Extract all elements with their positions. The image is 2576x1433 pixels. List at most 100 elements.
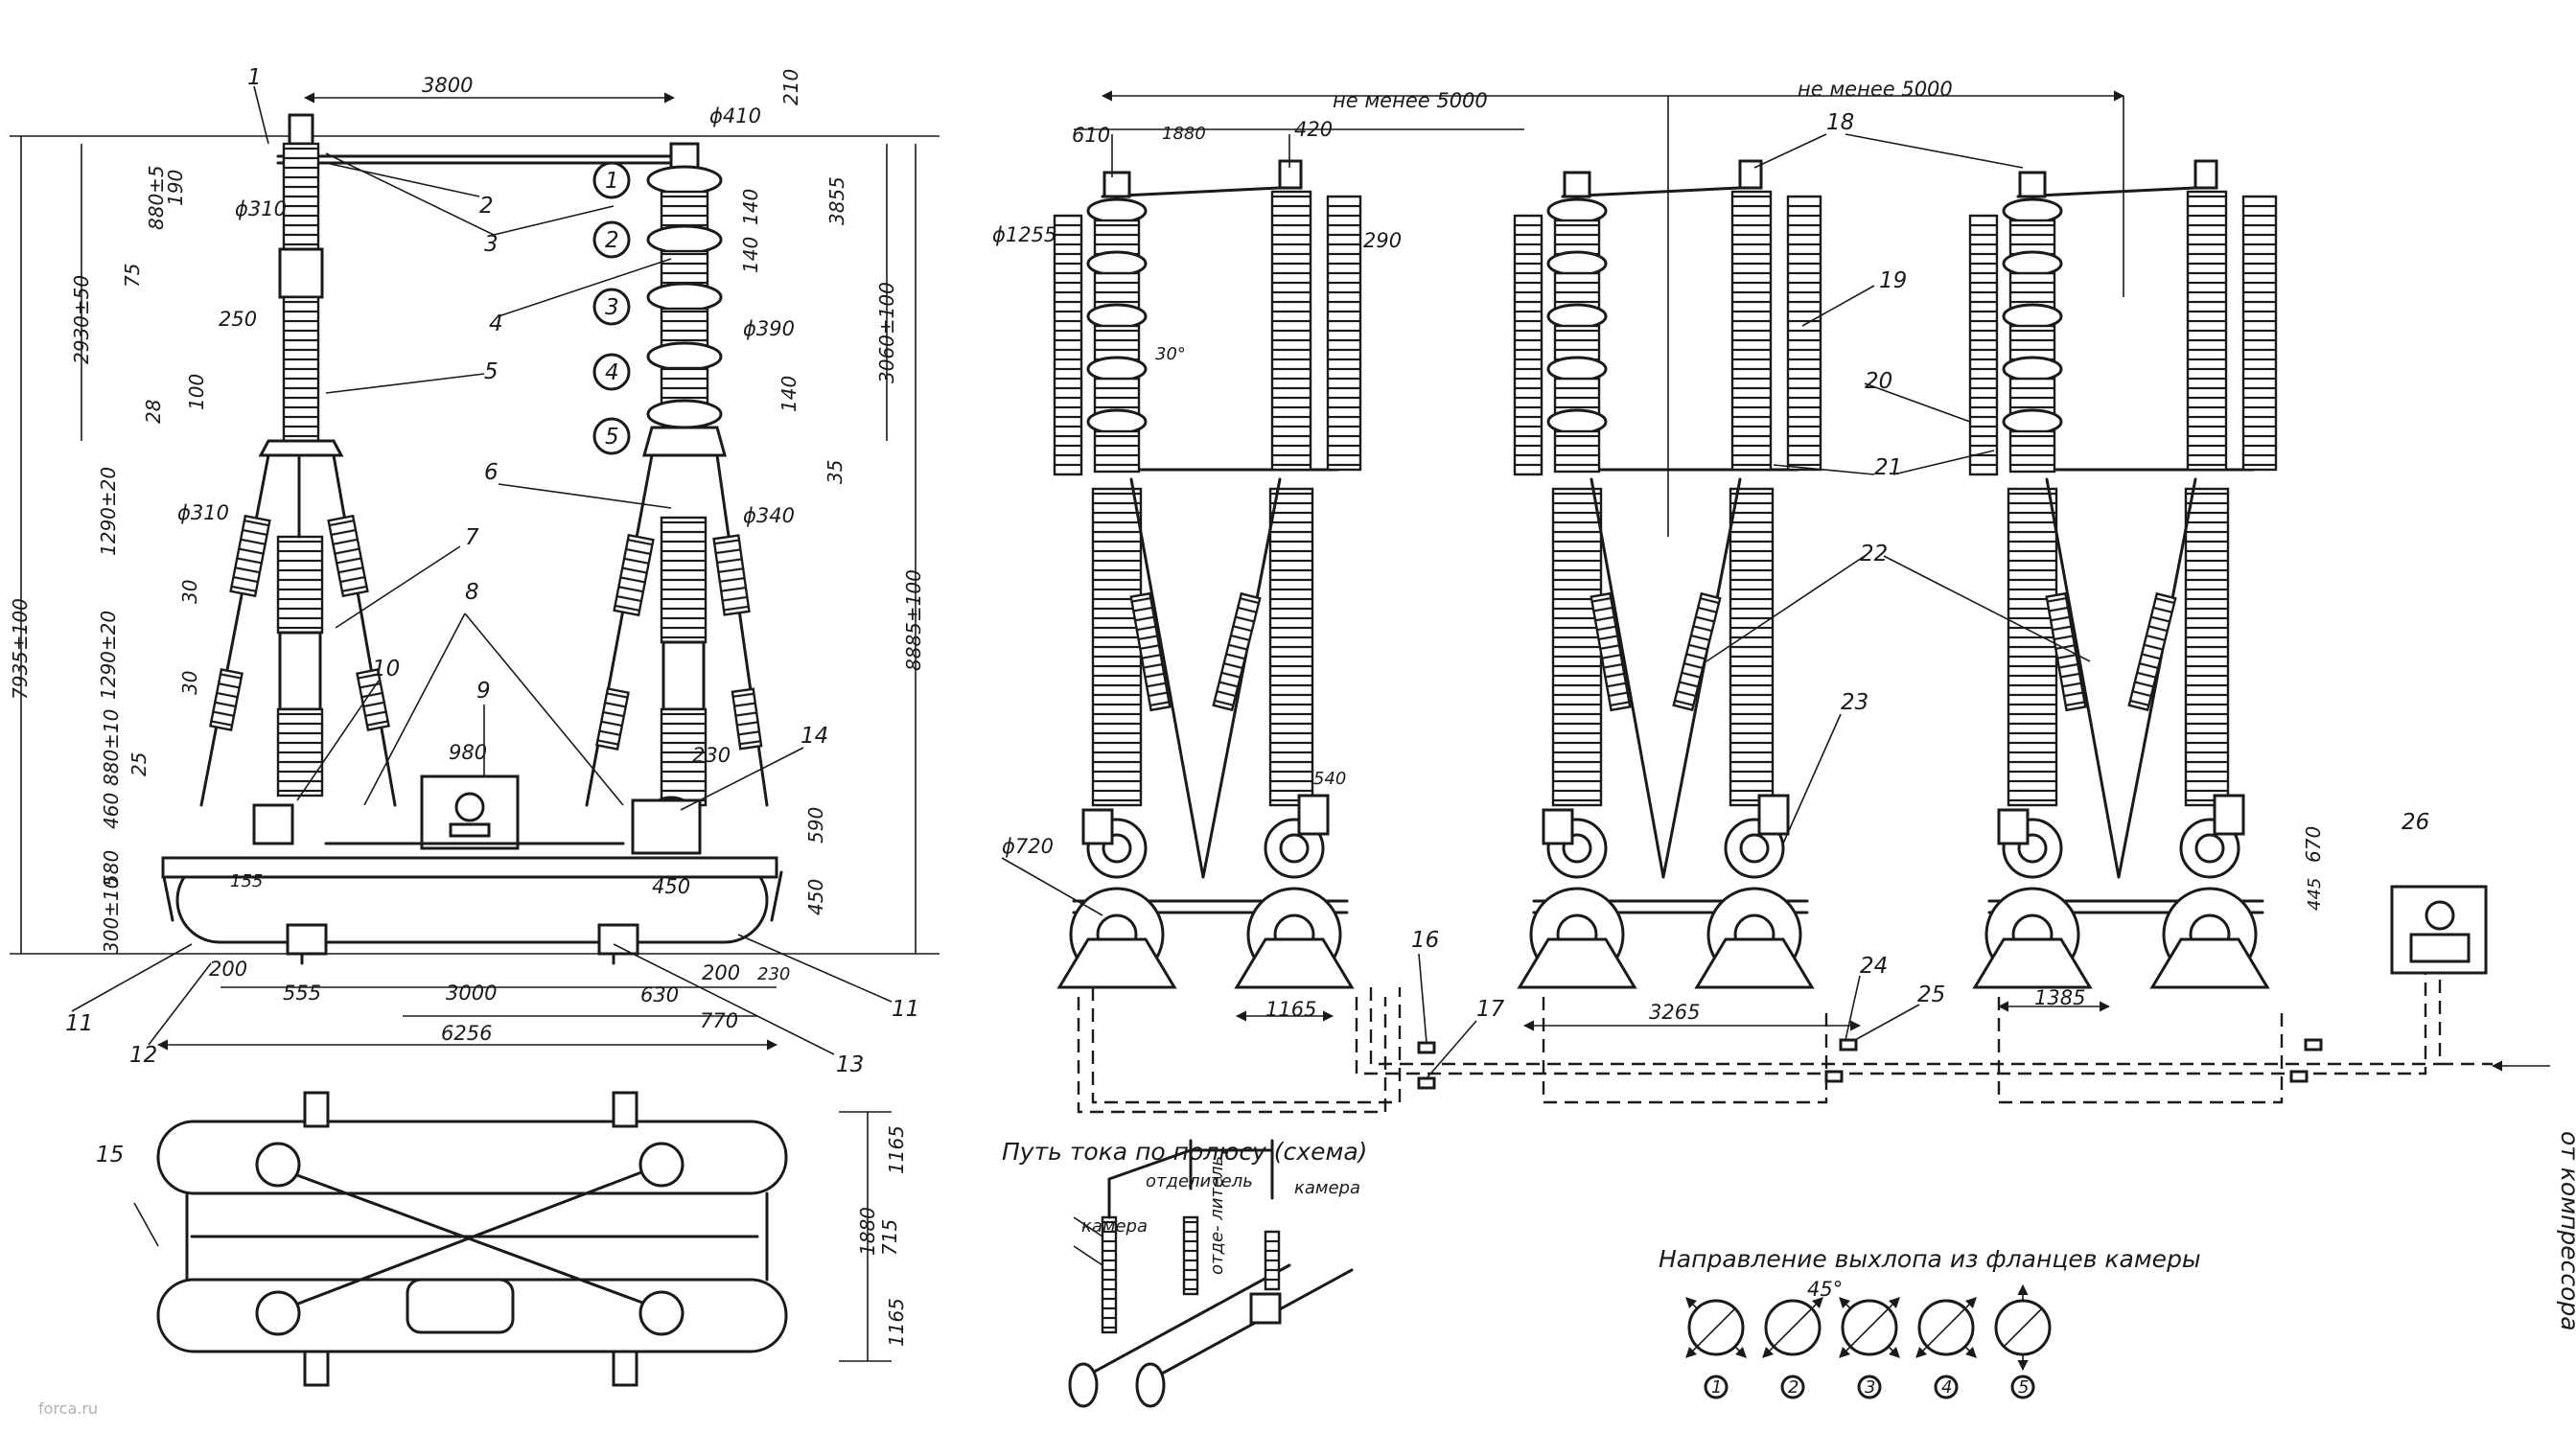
dim-190: 190 [164,170,187,206]
dim-230-b: 230 [757,964,790,984]
schema-otdelitel-top: отделитель [1146,1171,1253,1191]
pole-shed [1546,250,1608,277]
pos-7: 7 [465,525,479,550]
pos-20: 20 [1865,369,1892,394]
dim-450-a: 450 [652,875,690,898]
dim-580: 580 [100,850,123,887]
exhaust-arrow [1964,1297,1977,1309]
pole-valve-box [1997,808,2030,845]
dim-610: 610 [1072,124,1110,147]
pole-capacitor-stack [1786,195,1822,472]
dim-140-b: 140 [739,237,762,273]
pos-18: 18 [1826,110,1854,135]
pole-shed [2002,408,2063,435]
watermark: forca.ru [38,1399,98,1418]
dim-35: 35 [824,460,847,484]
dim-3855: 3855 [825,176,848,225]
pos-11-left: 11 [65,1011,93,1036]
pos-13: 13 [836,1052,864,1077]
dim-670: 670 [2302,826,2325,863]
exhaust-label: 5 [2018,1377,2029,1398]
circled-4: 4 [605,360,619,385]
circled-1: 1 [605,169,619,194]
pole-top-cap [2018,171,2047,198]
dim-250: 250 [219,308,257,331]
pole-valve-box [1297,794,1330,836]
dim-30-b: 30 [178,671,201,695]
dim-3265: 3265 [1649,1001,1700,1024]
dim-290: 290 [1363,229,1402,252]
pole-shed [2002,303,2063,330]
poles-elevation [1074,90,2125,537]
pole-foot [1517,937,1637,989]
exhaust-label-circle [1934,1375,1959,1399]
dim-1880-plan: 1880 [856,1207,879,1256]
dim-dia310-a: ϕ310 [235,197,287,220]
air-pipes [1077,885,2550,1114]
pos-9: 9 [476,679,491,704]
dim-210: 210 [779,69,802,105]
dim-200-a: 200 [209,958,247,981]
dim-155: 155 [230,871,263,891]
exhaust-title: Направление выхлопа из фланцев камеры [1659,1245,2201,1273]
pole-separator-column [1730,190,1773,472]
pole-chamber-section [2008,429,2056,474]
dim-7935: 7935±100 [9,598,32,700]
pos-14: 14 [801,724,828,749]
dim-angle-30: 30° [1155,344,1186,364]
pole-top-busbar [2016,185,2216,198]
exhaust-arrow [1811,1297,1823,1309]
dim-770: 770 [700,1009,738,1032]
pole-top-cap [1563,171,1591,198]
pos-23: 23 [1841,690,1868,715]
pole-capacitor-stack [1326,195,1362,472]
exhaust-label: 2 [1788,1377,1799,1398]
pole-capacitor-stack [2241,195,2278,472]
dim-dia390: ϕ390 [743,317,795,340]
exhaust-label: 3 [1865,1377,1875,1398]
pole-shed [1546,197,1608,224]
dim-230: 230 [692,744,731,767]
dim-630: 630 [640,983,679,1006]
dim-1290-a: 1290±20 [97,467,120,556]
dim-dia720: ϕ720 [1002,835,1054,858]
dim-dia1255: ϕ1255 [992,223,1056,246]
pole-shed [1086,250,1148,277]
dim-dia310-b: ϕ310 [177,501,229,524]
dim-880: 880±5 [145,165,168,230]
pole-foot [1234,937,1355,989]
dim-not-less-5000-a: не менее 5000 [1333,89,1488,112]
dim-540: 540 [1313,769,1346,789]
dim-3000: 3000 [446,982,497,1005]
dim-140-c: 140 [777,376,801,412]
plan-view [133,1091,892,1387]
dim-3060: 3060±100 [875,282,898,383]
position-numbers: 1 2 3 4 5 6 7 8 9 10 11 11 12 13 14 15 1… [65,65,2429,1167]
dim-28: 28 [142,400,165,424]
pole-shed [2002,356,2063,382]
pole-top-busbar [1561,185,1761,198]
pos-5: 5 [484,359,499,384]
dim-1385: 1385 [2034,986,2085,1009]
pole-group [1053,134,2278,989]
pole-chamber-section [1553,429,1601,474]
exhaust-label-circle [1780,1375,1805,1399]
pos-11-right: 11 [892,997,919,1022]
exhaust-diagonal [1773,1307,1813,1348]
exhaust-arrow [1685,1297,1698,1309]
pole-strut-insulator [2127,591,2177,712]
pos-8: 8 [465,580,479,605]
circled-5: 5 [605,425,619,450]
exhaust-arrow [1839,1346,1851,1358]
exhaust-diagonal [2003,1307,2043,1348]
pos-1: 1 [247,65,262,90]
exhaust-arrow [1685,1346,1698,1358]
pole-support-insulator [1551,487,1603,807]
circled-3: 3 [605,295,619,320]
pole-top-cap [2193,159,2218,190]
pole-capacitor-stack [1968,214,1999,476]
pole-flange-hole [1739,833,1770,864]
dim-460: 460 [100,793,123,829]
